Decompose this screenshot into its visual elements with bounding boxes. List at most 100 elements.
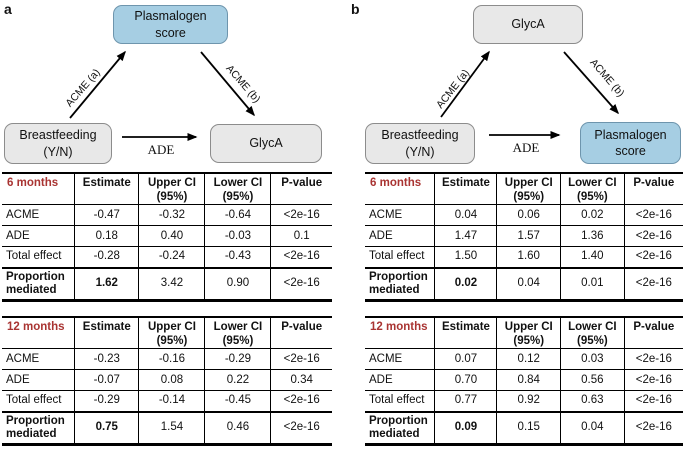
value-cell: 0.04	[560, 410, 625, 446]
row-label: Total effect	[365, 390, 435, 413]
column-header: Lower CI (95%)	[204, 173, 271, 206]
value-cell: <2e-16	[270, 348, 332, 371]
value-cell: 0.84	[496, 369, 561, 392]
column-header: Lower CI (95%)	[560, 317, 625, 350]
column-header: Upper CI (95%)	[496, 173, 561, 206]
value-cell: 0.02	[560, 204, 625, 227]
panel-a-label: a	[4, 1, 12, 17]
value-cell: -0.43	[204, 246, 271, 269]
value-cell: 0.02	[434, 266, 497, 302]
ade-arrow-label: ADE	[512, 140, 540, 155]
period-header: 6 months	[2, 173, 75, 206]
table-row: ACME-0.47-0.32-0.64<2e-16	[2, 204, 332, 227]
value-cell: <2e-16	[623, 246, 683, 269]
value-cell: -0.45	[204, 390, 271, 413]
column-header: P-value	[270, 317, 332, 350]
value-cell: -0.24	[138, 246, 205, 269]
value-cell: 0.63	[560, 390, 625, 413]
column-header: Upper CI (95%)	[496, 317, 561, 350]
value-cell: 0.1	[270, 225, 332, 248]
value-cell: -0.29	[204, 348, 271, 371]
value-cell: 1.47	[434, 225, 497, 248]
value-cell: 1.62	[74, 266, 139, 302]
outcome-box: Plasmalogen score	[580, 122, 681, 164]
value-cell: 1.54	[138, 410, 205, 446]
value-cell: 1.36	[560, 225, 625, 248]
value-cell: <2e-16	[623, 369, 683, 392]
column-header: Lower CI (95%)	[560, 173, 625, 206]
value-cell: 1.60	[496, 246, 561, 269]
value-cell: 1.57	[496, 225, 561, 248]
column-header: P-value	[623, 317, 683, 350]
value-cell: -0.23	[74, 348, 139, 371]
column-header: Upper CI (95%)	[138, 173, 205, 206]
value-cell: <2e-16	[623, 390, 683, 413]
exposure-box: Breastfeeding (Y/N)	[4, 123, 112, 164]
diagram-arrows	[69, 50, 255, 141]
outcome-box: GlycA	[210, 124, 322, 163]
value-cell: <2e-16	[270, 390, 332, 413]
period-header: 12 months	[2, 317, 75, 350]
value-cell: <2e-16	[270, 266, 332, 302]
row-label: Total effect	[2, 246, 75, 269]
row-label: Total effect	[365, 246, 435, 269]
column-header: Lower CI (95%)	[204, 317, 271, 350]
period-header: 6 months	[365, 173, 435, 206]
value-cell: 0.40	[138, 225, 205, 248]
value-cell: -0.16	[138, 348, 205, 371]
value-cell: 0.18	[74, 225, 139, 248]
value-cell: 0.04	[434, 204, 497, 227]
row-label: ACME	[2, 348, 75, 371]
diagram-arrows	[440, 50, 619, 139]
mediator-box: Plasmalogen score	[113, 5, 228, 44]
column-header: Estimate	[74, 317, 139, 350]
acme-a-arrow	[69, 50, 126, 119]
panel-b: b GlycA Breastfeeding (Y/N) Plasmalogen …	[343, 0, 685, 450]
acme-b-arrow	[563, 51, 619, 115]
value-cell: <2e-16	[623, 348, 683, 371]
value-cell: <2e-16	[623, 225, 683, 248]
mediation-diagram-b: GlycA Breastfeeding (Y/N) Plasmalogen sc…	[343, 0, 685, 172]
value-cell: 0.15	[496, 410, 561, 446]
row-label: ACME	[2, 204, 75, 227]
panel-b-label: b	[351, 1, 360, 17]
row-label: Proportion mediated	[2, 266, 75, 302]
column-header: Upper CI (95%)	[138, 317, 205, 350]
value-cell: 0.77	[434, 390, 497, 413]
period-header: 12 months	[365, 317, 435, 350]
value-cell: 0.22	[204, 369, 271, 392]
row-label: Proportion mediated	[2, 410, 75, 446]
row-label: ADE	[2, 369, 75, 392]
column-header: Estimate	[74, 173, 139, 206]
table-row: Total effect-0.28-0.24-0.43<2e-16	[2, 246, 332, 269]
mediation-diagram-a: Plasmalogen score Breastfeeding (Y/N) Gl…	[0, 0, 342, 172]
value-cell: 0.34	[270, 369, 332, 392]
acme-b-arrow	[200, 51, 255, 117]
value-cell: 0.06	[496, 204, 561, 227]
value-cell: -0.28	[74, 246, 139, 269]
value-cell: <2e-16	[270, 204, 332, 227]
value-cell: 0.12	[496, 348, 561, 371]
value-cell: -0.07	[74, 369, 139, 392]
row-label: Total effect	[2, 390, 75, 413]
value-cell: 0.03	[560, 348, 625, 371]
row-label: ACME	[365, 348, 435, 371]
value-cell: 0.09	[434, 410, 497, 446]
value-cell: 0.07	[434, 348, 497, 371]
value-cell: <2e-16	[623, 204, 683, 227]
exposure-box: Breastfeeding (Y/N)	[365, 123, 475, 164]
